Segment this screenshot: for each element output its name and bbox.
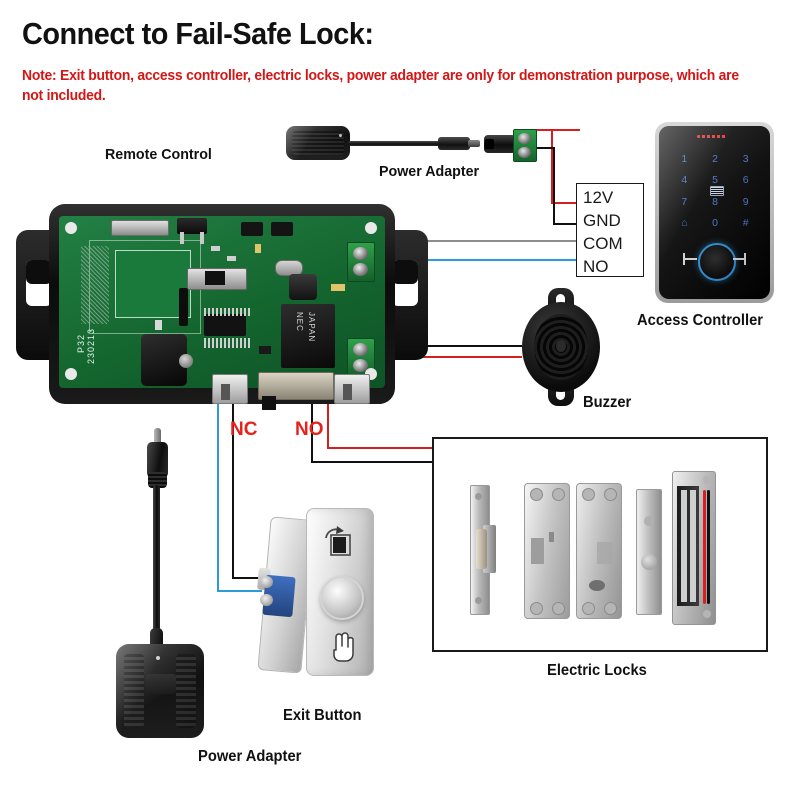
wire-black-com-to-exit: [232, 577, 262, 579]
keypad-key[interactable]: 9: [742, 195, 749, 208]
dc-plug-tip: [154, 428, 161, 446]
card-reader-icon: [710, 186, 724, 196]
wire-red-adapter-down: [551, 129, 553, 204]
wire-black-adapter-top: [528, 147, 555, 149]
wire-red-adapter-top: [528, 129, 580, 131]
caption-access-controller: Access Controller: [637, 312, 764, 329]
lock-drop-bolt-back: [576, 483, 622, 619]
keypad-key[interactable]: 2: [712, 152, 718, 165]
pcb: P32 230213 NEC JAPAN: [59, 216, 385, 388]
screw-post-no: [334, 374, 370, 404]
wire-red-to-buzzer: [366, 356, 522, 358]
keypad-key[interactable]: 6: [742, 174, 749, 187]
access-controller: 1 2 3 4 5 6 7 8 9 ⌂ 0 #: [655, 122, 774, 303]
keypad-key[interactable]: 5: [712, 174, 718, 187]
terminal-label-gnd: GND: [583, 211, 621, 230]
keypad-key-bell[interactable]: ⌂: [681, 217, 688, 230]
exit-push-button[interactable]: [320, 576, 364, 620]
keypad-key[interactable]: 7: [681, 195, 688, 208]
wire-blue-nc-down: [217, 392, 219, 592]
exit-button-terminals: [258, 570, 296, 618]
label-nc: NC: [230, 419, 258, 440]
exit-button-device: [248, 508, 380, 678]
wire-blue-to-no: [368, 259, 579, 261]
caption-remote-control: Remote Control: [105, 146, 212, 163]
relay: [281, 304, 335, 368]
wire-black-com-down: [232, 392, 234, 578]
pcb-silkscreen-date: 230213: [86, 328, 96, 365]
power-adapter-top-body: [286, 126, 350, 160]
dc-cable: [153, 485, 160, 637]
caption-power-adapter-bottom: Power Adapter: [198, 748, 302, 765]
keypad-key[interactable]: 8: [712, 195, 718, 208]
caption-buzzer: Buzzer: [583, 394, 632, 411]
controller-board: P32 230213 NEC JAPAN: [16, 196, 428, 412]
wire-red-no-to-locks: [327, 447, 433, 449]
wire-black-relay-down: [311, 392, 313, 462]
page-title: Connect to Fail-Safe Lock:: [22, 16, 374, 51]
screw-terminal-adapter: [513, 129, 537, 162]
hand-pointer-icon: [326, 630, 356, 664]
caption-exit-button: Exit Button: [283, 707, 362, 724]
status-led: [697, 135, 727, 138]
keypad-key-hash[interactable]: #: [742, 217, 749, 230]
power-adapter-bottom-body: [116, 644, 204, 738]
wire-black-to-gnd: [553, 223, 578, 225]
lock-magnetic: [672, 471, 716, 625]
pcb-terminal-upper: [347, 242, 375, 282]
wire-black-to-buzzer: [366, 345, 522, 347]
power-adapter-top-plug: [438, 137, 470, 150]
wire-black-relay-to-locks: [311, 461, 433, 463]
electric-locks-group: [432, 437, 768, 652]
exit-door-icon: [324, 526, 352, 556]
screw-post-nc: [212, 374, 248, 404]
power-adapter-bottom: [100, 428, 220, 738]
relay-label-nec: NEC: [295, 312, 304, 332]
disclaimer-note: Note: Exit button, access controller, el…: [22, 68, 739, 104]
keypad-key[interactable]: 4: [681, 174, 688, 187]
wire-red-to-12v: [551, 202, 578, 204]
wire-black-adapter-down: [553, 147, 555, 225]
terminal-block-legend: 12V GND COM NO: [576, 183, 644, 277]
power-adapter-top-cable: [348, 141, 443, 146]
label-no: NO: [295, 419, 324, 440]
dc-plug-body: [147, 442, 168, 478]
terminal-label-com: COM: [583, 234, 623, 253]
wire-red-no-down: [327, 392, 329, 448]
lock-electric-strike: [470, 485, 496, 615]
keypad: 1 2 3 4 5 6 7 8 9 ⌂ 0 #: [669, 148, 761, 234]
dip-switch: [258, 372, 334, 400]
caption-power-adapter-top: Power Adapter: [379, 163, 480, 180]
relay-label-japan: JAPAN: [307, 312, 316, 343]
pcb-silkscreen-p32: P32: [76, 334, 86, 354]
wire-gray-to-com: [368, 240, 579, 242]
keypad-key[interactable]: 1: [681, 152, 688, 165]
access-controller-screen: 1 2 3 4 5 6 7 8 9 ⌂ 0 #: [659, 126, 770, 299]
caption-electric-locks: Electric Locks: [547, 662, 647, 679]
keypad-key[interactable]: 3: [742, 152, 749, 165]
wire-blue-nc-to-exit: [217, 590, 262, 592]
lock-armature-plate: [636, 489, 662, 615]
keypad-key[interactable]: 0: [712, 217, 718, 230]
buzzer: [518, 288, 604, 406]
fingerprint-sensor-icon[interactable]: [698, 243, 736, 281]
terminal-label-no: NO: [583, 257, 609, 276]
power-adapter-top: [286, 126, 537, 168]
lock-drop-bolt-front: [524, 483, 570, 619]
terminal-label-12v: 12V: [583, 188, 614, 207]
